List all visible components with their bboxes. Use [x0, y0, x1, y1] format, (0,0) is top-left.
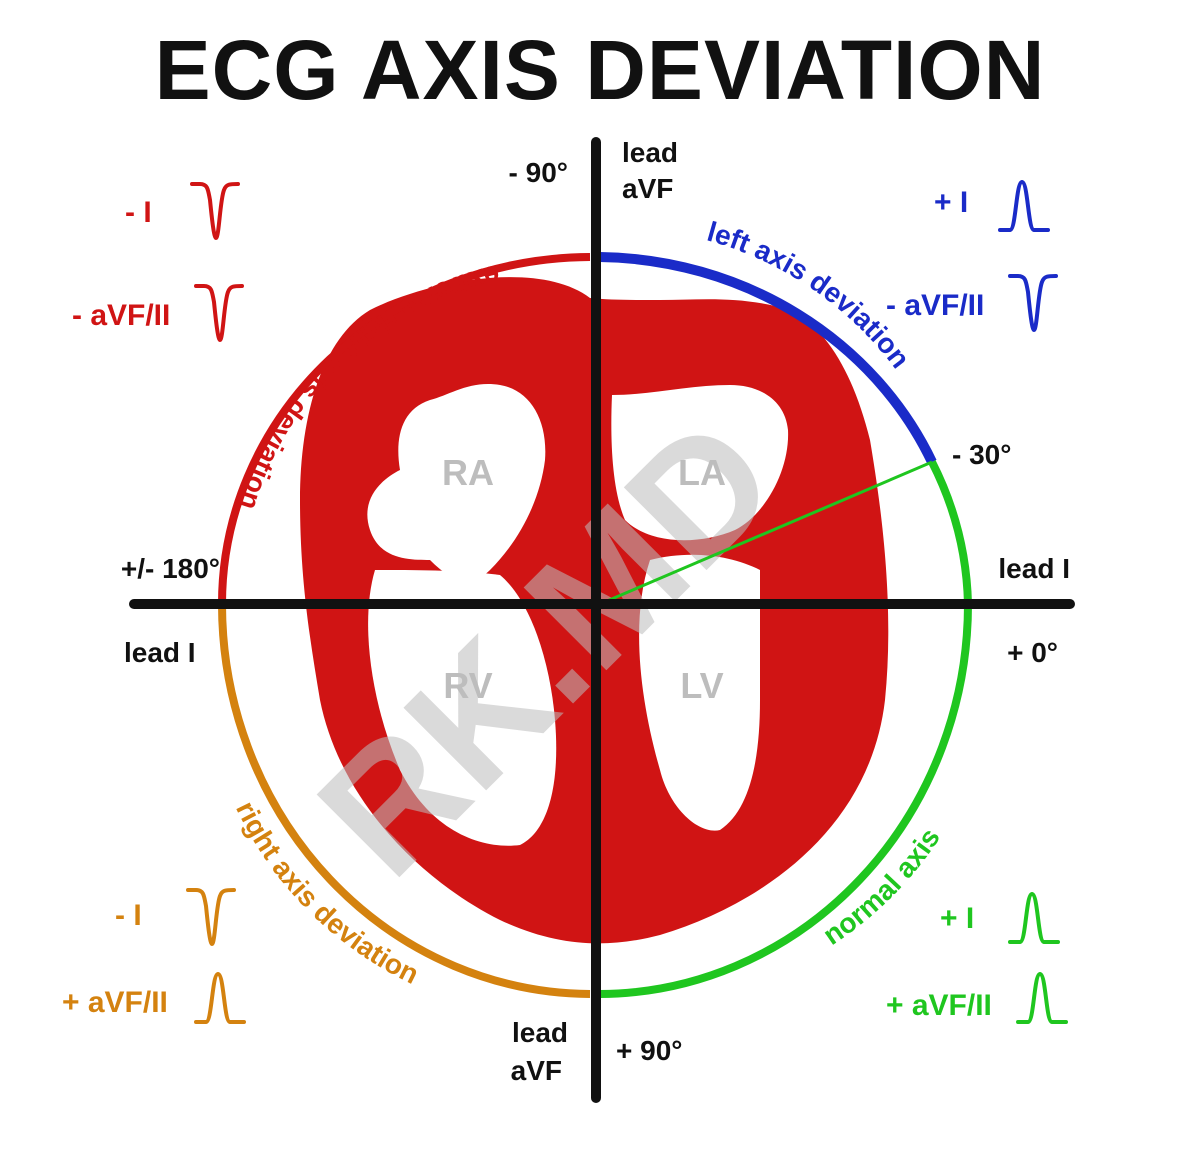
waveform-positive-icon — [194, 972, 246, 1024]
lead-label-avf-top-1: lead — [622, 137, 678, 168]
quadrant-normal-lead1: + I — [940, 902, 974, 935]
lead-label-avf-bottom-1: lead — [512, 1017, 568, 1048]
lead-label-avf-top-2: aVF — [622, 173, 673, 204]
lead-label-i-right: lead I — [998, 553, 1070, 584]
arc-right — [218, 603, 591, 998]
heart-lv-cavity — [639, 554, 760, 831]
heart-rv-cavity — [368, 570, 557, 846]
arc-left — [599, 252, 937, 465]
quadrant-extreme-right-lead1: - I — [125, 196, 152, 229]
quadrant-right-lead1: - I — [115, 899, 142, 932]
chamber-label-rv: RV — [443, 665, 492, 706]
chamber-label-ra: RA — [442, 452, 494, 493]
waveform-negative-icon — [194, 284, 244, 342]
quadrant-right: - I + aVF/II — [62, 888, 246, 1024]
waveform-positive-icon — [998, 180, 1050, 232]
quadrant-extreme-right: - I - aVF/II — [72, 182, 244, 342]
quadrant-normal: + I + aVF/II — [886, 892, 1068, 1024]
waveform-positive-icon — [1008, 892, 1060, 944]
heart-ra-cavity — [367, 383, 546, 581]
waveform-negative-icon — [1008, 274, 1058, 332]
angle-label-plus180: +/- 180° — [121, 553, 220, 584]
angle-label-minus90: - 90° — [509, 157, 568, 188]
quadrant-left-lead1: + I — [934, 186, 968, 219]
chamber-label-la: LA — [678, 452, 726, 493]
page-title: ECG AXIS DEVIATION — [154, 23, 1046, 117]
arc-label-normal: normal axis — [817, 822, 945, 950]
quadrant-extreme-right-avf: - aVF/II — [72, 299, 170, 332]
lead-label-avf-bottom-2: aVF — [511, 1055, 562, 1086]
angle-label-zero: + 0° — [1007, 637, 1058, 668]
waveform-negative-icon — [190, 182, 240, 240]
arc-normal — [599, 460, 973, 998]
angle-label-plus90: + 90° — [616, 1035, 682, 1066]
minus30-line — [599, 460, 933, 606]
quadrant-right-avf: + aVF/II — [62, 986, 168, 1019]
waveform-negative-icon — [186, 888, 236, 946]
quadrant-left: + I - aVF/II — [886, 180, 1058, 332]
quadrant-left-avf: - aVF/II — [886, 289, 984, 322]
heart-la-cavity — [611, 385, 789, 541]
quadrant-normal-avf: + aVF/II — [886, 989, 992, 1022]
angle-label-minus30: - 30° — [952, 439, 1011, 470]
lead-label-i-left: lead I — [124, 637, 196, 668]
chamber-label-lv: LV — [680, 665, 723, 706]
waveform-positive-icon — [1016, 972, 1068, 1024]
arc-extreme-right — [218, 253, 591, 605]
